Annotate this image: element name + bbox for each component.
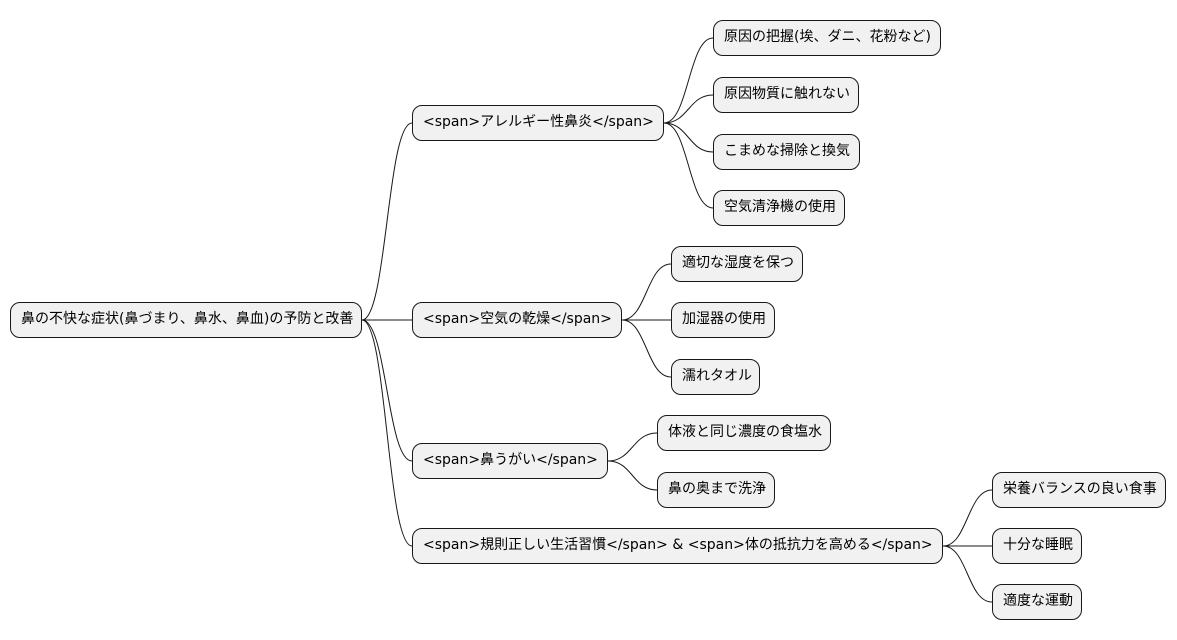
connector-line <box>621 263 672 321</box>
branch-node-dry-air: <span>空気の乾燥</span> <box>412 302 622 338</box>
connector-line <box>361 122 413 321</box>
leaf-node: 栄養バランスの良い食事 <box>992 472 1166 508</box>
branch-node-nasal-rinse: <span>鼻うがい</span> <box>412 443 608 479</box>
connector-line <box>607 460 658 491</box>
leaf-node: こまめな掃除と換気 <box>713 134 860 170</box>
branch-node-allergic-rhinitis: <span>アレルギー性鼻炎</span> <box>412 105 664 141</box>
connector-line <box>663 122 714 209</box>
leaf-node: 加湿器の使用 <box>671 302 775 338</box>
connector-line <box>942 489 993 547</box>
leaf-node: 体液と同じ濃度の食塩水 <box>657 415 831 451</box>
connector-line <box>621 319 672 378</box>
branch-node-lifestyle: <span>規則正しい生活習慣</span> & <span>体の抵抗力を高める… <box>412 528 943 564</box>
connector-line <box>361 319 413 462</box>
leaf-node: 適切な湿度を保つ <box>671 246 803 282</box>
connector-line <box>663 37 714 124</box>
leaf-node: 濡れタオル <box>671 359 760 395</box>
connector-line <box>361 319 413 547</box>
leaf-node: 原因の把握(埃、ダニ、花粉など) <box>713 20 941 56</box>
leaf-node: 十分な睡眠 <box>992 528 1082 564</box>
connector-line <box>607 432 658 462</box>
leaf-node: 適度な運動 <box>992 584 1082 620</box>
leaf-node: 鼻の奥まで洗浄 <box>657 472 775 508</box>
leaf-node: 空気清浄機の使用 <box>713 190 845 226</box>
root-node: 鼻の不快な症状(鼻づまり、鼻水、鼻血)の予防と改善 <box>10 302 362 338</box>
connector-line <box>663 122 714 153</box>
connector-line <box>942 545 993 603</box>
leaf-node: 原因物質に触れない <box>713 77 859 113</box>
connector-line <box>663 94 714 124</box>
